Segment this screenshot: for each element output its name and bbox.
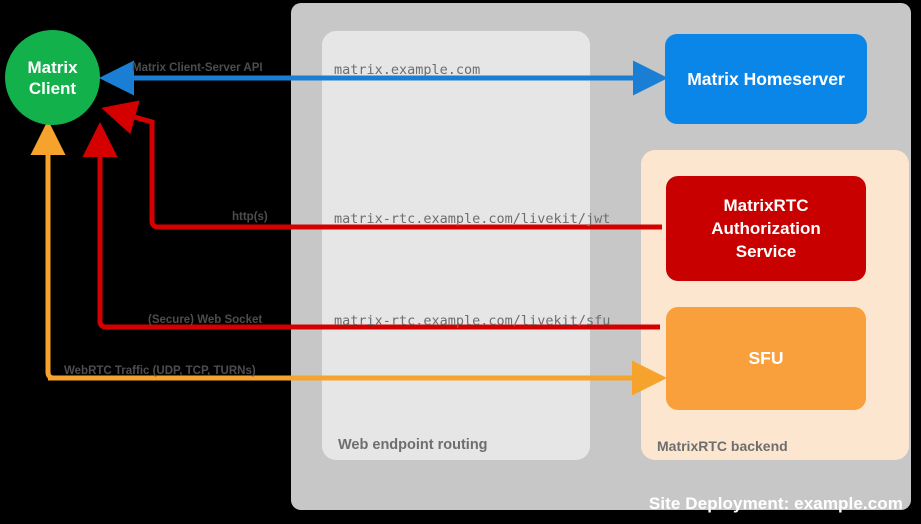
sfu-label: SFU [748,348,784,368]
site-deployment-label: Site Deployment: example.com [648,494,903,513]
connection-label-web-socket: (Secure) Web Socket [148,314,263,326]
web-endpoint-routing-label: Web endpoint routing [338,437,488,453]
endpoint-url-livekit-jwt: matrix-rtc.example.com/livekit/jwt [334,211,611,227]
matrix-client-label-line2: Client [28,78,77,98]
connection-https-line [101,100,662,230]
matrix-client-label-line1: Matrix [27,57,78,77]
connection-webrtc-riser [30,120,66,381]
auth-service-label-line3: Service [735,242,797,261]
connection-label-webrtc: WebRTC Traffic (UDP, TCP, TURNs) [64,365,256,377]
node-sfu[interactable]: SFU [666,307,866,410]
connection-label-https: http(s) [232,211,268,223]
matrixrtc-backend-label: MatrixRTC backend [657,438,788,454]
web-endpoint-routing-zone [322,31,590,460]
node-matrixrtc-authorization-service[interactable]: MatrixRTC Authorization Service [666,176,866,281]
endpoint-url-livekit-sfu: matrix-rtc.example.com/livekit/sfu [334,313,611,329]
endpoint-url-matrix-host: matrix.example.com [334,62,481,78]
auth-service-label-line1: MatrixRTC [723,196,809,215]
connection-wss-line [82,122,660,330]
node-matrix-homeserver[interactable]: Matrix Homeserver [665,34,867,124]
auth-service-label-line2: Authorization [711,219,821,238]
connection-label-cs-api: Matrix Client-Server API [132,62,263,74]
node-matrix-client[interactable]: Matrix Client [5,30,100,125]
homeserver-label: Matrix Homeserver [687,68,845,89]
